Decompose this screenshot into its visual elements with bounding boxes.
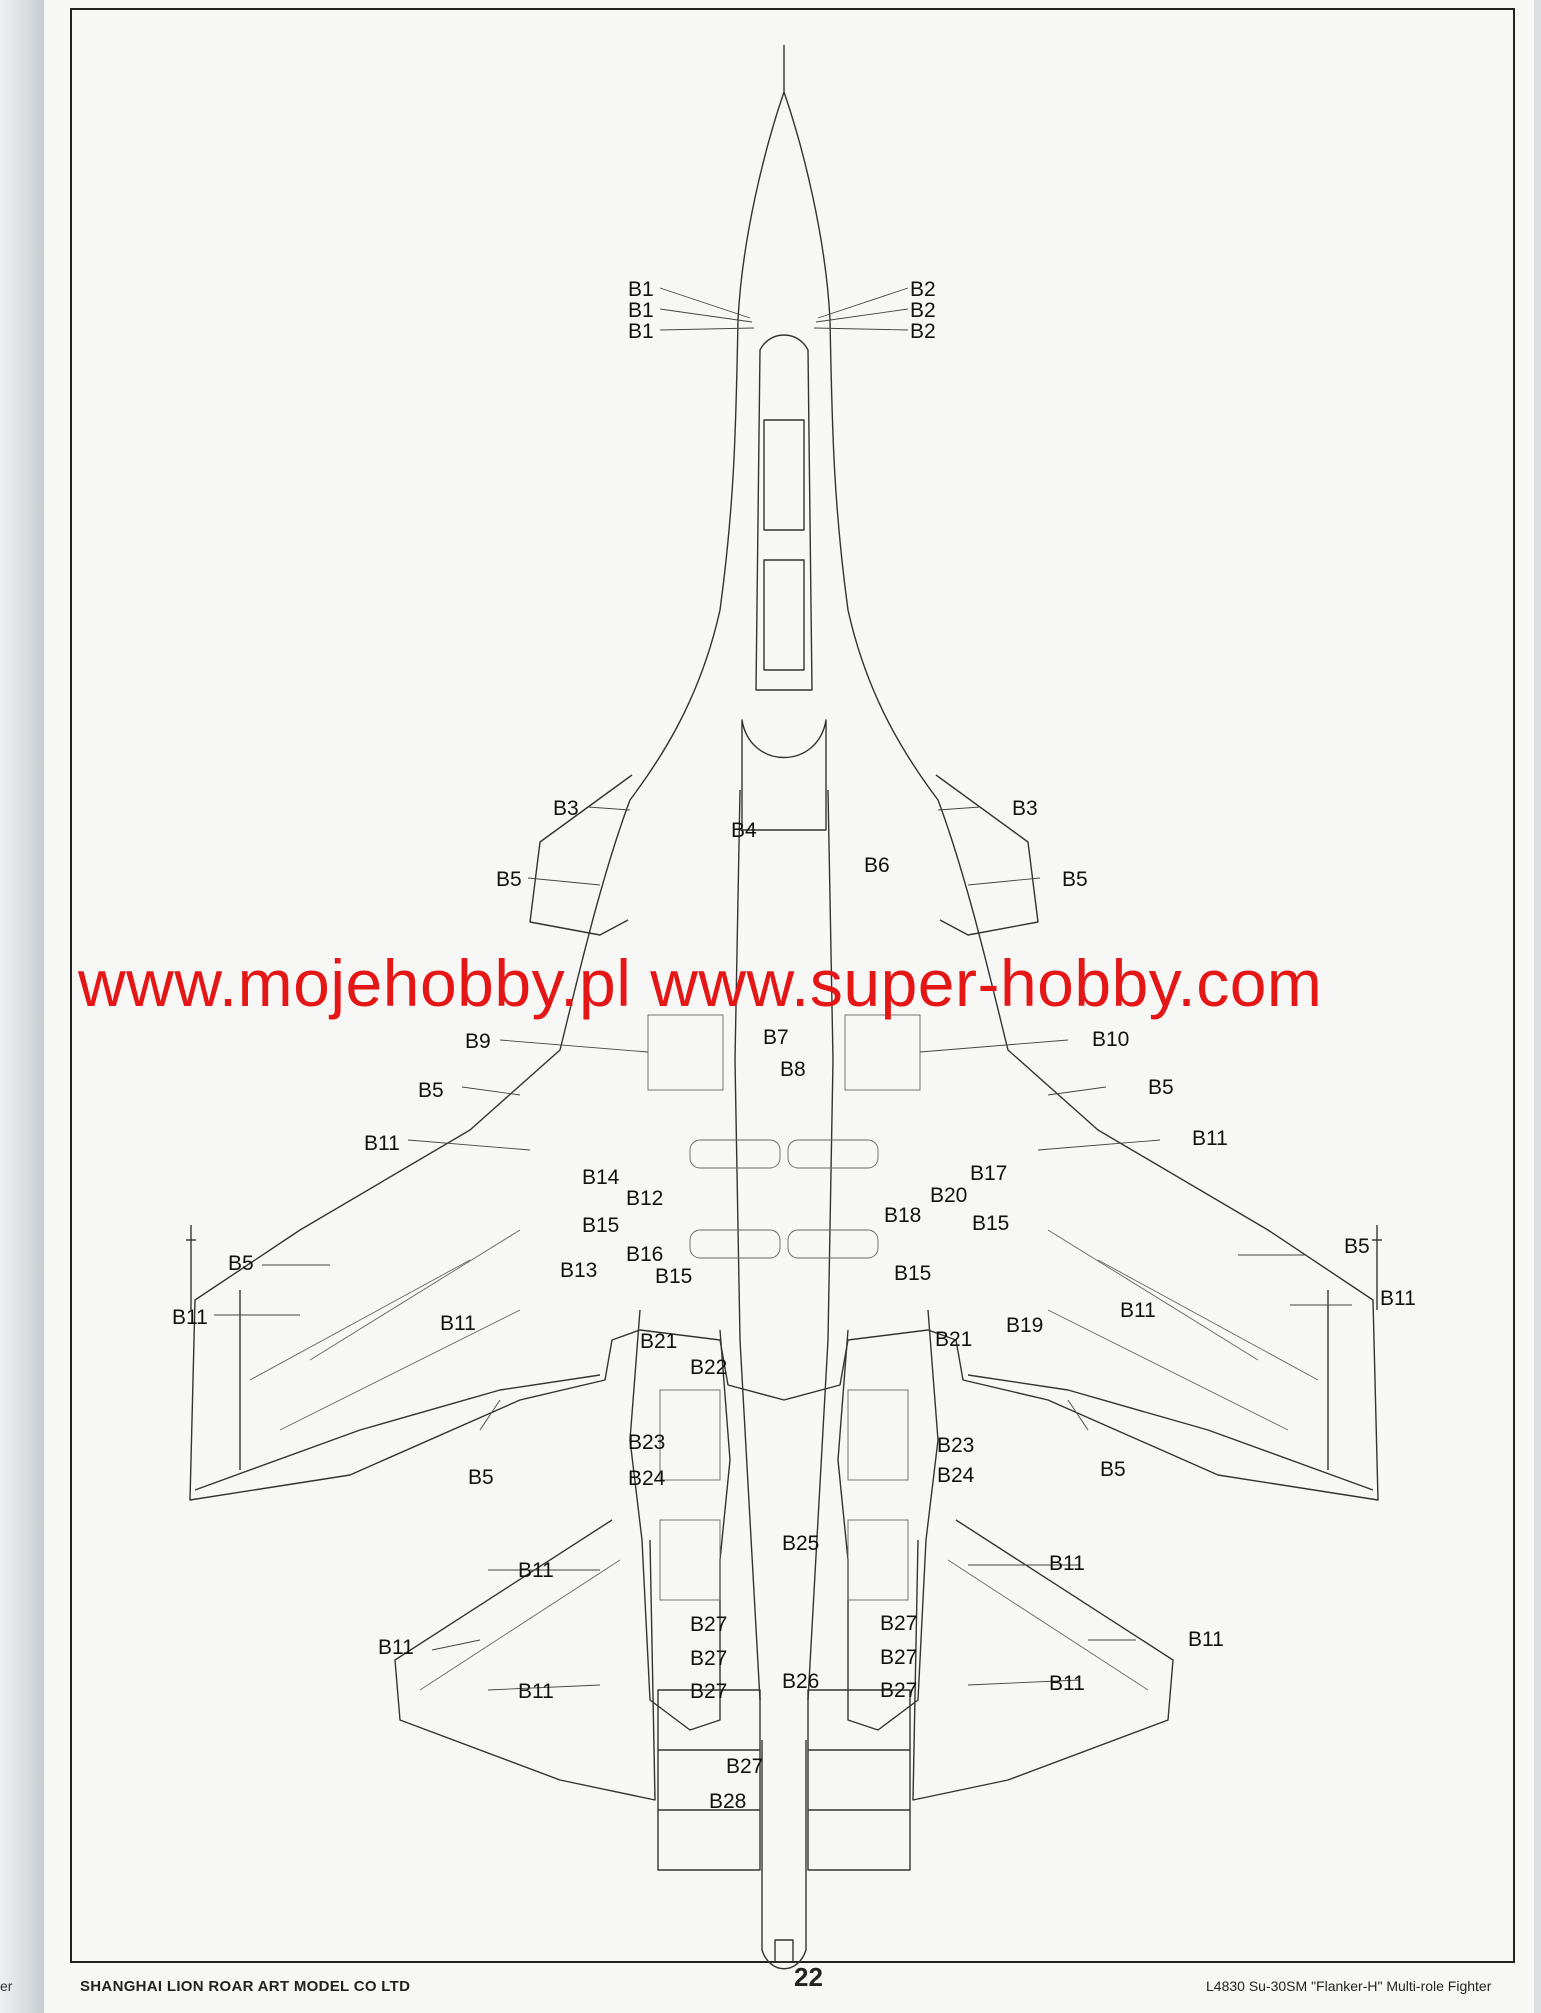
callout-b23: B23 — [937, 1434, 974, 1457]
callout-b11: B11 — [1380, 1287, 1416, 1310]
callout-leaders — [214, 287, 1352, 1691]
callout-b1: B1 — [628, 278, 654, 301]
callout-b2: B2 — [910, 278, 936, 301]
callout-b5: B5 — [496, 868, 522, 891]
callout-b5: B5 — [418, 1079, 444, 1102]
callout-b15: B15 — [655, 1265, 692, 1288]
callout-b27: B27 — [690, 1647, 727, 1670]
callout-b11: B11 — [364, 1132, 400, 1155]
callout-b22: B22 — [690, 1356, 727, 1379]
callout-b27: B27 — [880, 1646, 917, 1669]
callout-b10: B10 — [1092, 1028, 1129, 1051]
callout-b21: B21 — [935, 1328, 972, 1351]
callout-b21: B21 — [640, 1330, 677, 1353]
callout-b11: B11 — [518, 1680, 554, 1703]
callout-b26: B26 — [782, 1670, 819, 1693]
callout-b15: B15 — [894, 1262, 931, 1285]
callout-b13: B13 — [560, 1259, 597, 1282]
callout-b11: B11 — [1049, 1672, 1085, 1695]
callout-b11: B11 — [1049, 1552, 1085, 1575]
callout-b4: B4 — [731, 819, 757, 842]
callout-b19: B19 — [1006, 1314, 1043, 1337]
callout-b16: B16 — [626, 1243, 663, 1266]
kit-title: L4830 Su-30SM "Flanker-H" Multi-role Fig… — [1206, 1978, 1492, 1994]
publisher-name: SHANGHAI LION ROAR ART MODEL CO LTD — [80, 1978, 411, 1995]
callout-b5: B5 — [228, 1252, 254, 1275]
callout-b11: B11 — [518, 1559, 554, 1582]
callout-b27: B27 — [690, 1680, 727, 1703]
callout-b28: B28 — [709, 1790, 746, 1813]
callout-b15: B15 — [582, 1214, 619, 1237]
callout-b27: B27 — [880, 1612, 917, 1635]
callout-b18: B18 — [884, 1204, 921, 1227]
callout-b20: B20 — [930, 1184, 967, 1207]
callout-b24: B24 — [937, 1464, 975, 1487]
callout-b11: B11 — [440, 1312, 476, 1335]
callout-b3: B3 — [1012, 797, 1038, 820]
callout-labels: B1 B1 B1 B2 B2 B2 B3 B3 B4 B6 B5 B5 B9 B… — [172, 278, 1416, 1813]
callout-b11: B11 — [1188, 1628, 1224, 1651]
callout-b24: B24 — [628, 1467, 666, 1490]
callout-b27: B27 — [690, 1613, 727, 1636]
callout-b11: B11 — [1192, 1127, 1228, 1150]
page-number: 22 — [794, 1962, 823, 1992]
callout-b5: B5 — [1344, 1235, 1370, 1258]
callout-b11: B11 — [1120, 1299, 1156, 1322]
panel-detail — [249, 1014, 1319, 1691]
callout-b23: B23 — [628, 1431, 665, 1454]
aircraft-outline — [186, 45, 1382, 1970]
callout-b6: B6 — [864, 854, 890, 877]
previous-page-footer-fragment: er — [0, 1978, 13, 1994]
callout-b2: B2 — [910, 299, 936, 322]
callout-b1: B1 — [628, 320, 654, 343]
callout-b12: B12 — [626, 1187, 663, 1210]
callout-b5: B5 — [1062, 868, 1088, 891]
callout-b17: B17 — [970, 1162, 1007, 1185]
callout-b2: B2 — [910, 320, 936, 343]
callout-b5: B5 — [1148, 1076, 1174, 1099]
callout-b5: B5 — [1100, 1458, 1126, 1481]
callout-b25: B25 — [782, 1532, 819, 1555]
callout-b11: B11 — [172, 1306, 208, 1329]
callout-b27: B27 — [880, 1679, 917, 1702]
callout-b15: B15 — [972, 1212, 1009, 1235]
callout-b1: B1 — [628, 299, 654, 322]
callout-b27: B27 — [726, 1755, 763, 1778]
callout-b7: B7 — [763, 1026, 789, 1049]
previous-page-edge — [0, 0, 44, 2013]
callout-b8: B8 — [780, 1058, 806, 1081]
callout-b5: B5 — [468, 1466, 494, 1489]
callout-b11: B11 — [378, 1636, 414, 1659]
watermark: www.mojehobby.pl www.super-hobby.com — [78, 946, 1323, 1020]
callout-b3: B3 — [553, 797, 579, 820]
callout-b14: B14 — [582, 1166, 620, 1189]
callout-b9: B9 — [465, 1030, 491, 1053]
